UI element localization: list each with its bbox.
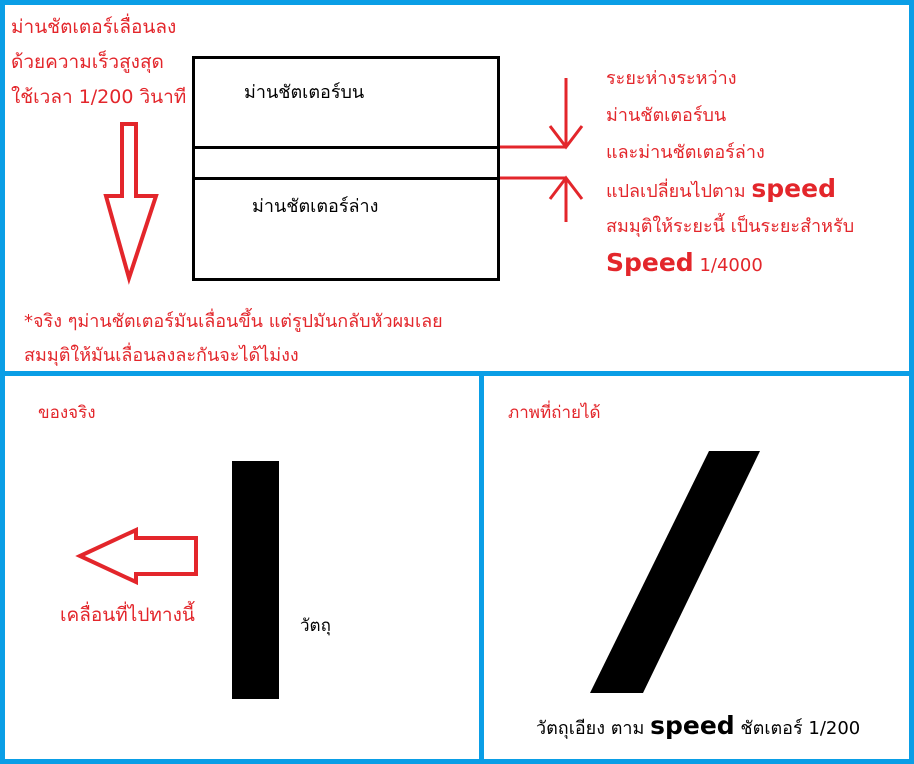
left-panel-title: ของจริง xyxy=(38,403,96,423)
gap-note-line-6: Speed 1/4000 xyxy=(606,250,763,275)
gap-note-line-4-prefix: แปลเปลี่ยนไปตาม xyxy=(606,181,752,202)
gap-note-line-5: สมมุติให้ระยะนี้ เป็นระยะสำหรับ xyxy=(606,216,855,237)
gap-note-line-3: และม่านชัตเตอร์ล่าง xyxy=(606,142,765,163)
upper-curtain-label: ม่านชัตเตอร์บน xyxy=(244,82,365,103)
left-arrow-icon xyxy=(75,526,198,586)
caption-suffix: ชัตเตอร์ 1/200 xyxy=(734,718,861,739)
top-panel xyxy=(0,0,914,376)
gap-note-line-2: ม่านชัตเตอร์บน xyxy=(606,105,727,126)
lower-curtain-box xyxy=(192,177,500,281)
note-line-2: ด้วยความเร็วสูงสุด xyxy=(11,51,164,73)
lower-curtain-label: ม่านชัตเตอร์ล่าง xyxy=(252,196,379,217)
down-arrow-icon xyxy=(103,122,159,285)
object-bar xyxy=(232,461,279,699)
caption-prefix: วัตถุเอียง ตาม xyxy=(536,718,651,739)
gap-note-line-4: แปลเปลี่ยนไปตาม speed xyxy=(606,176,836,201)
object-label: วัตถุ xyxy=(300,616,331,636)
note-line-3: ใช้เวลา 1/200 วินาที xyxy=(11,86,187,108)
gap-note-speed: speed xyxy=(751,174,836,203)
dimension-arrowhead-bottom xyxy=(548,175,584,200)
dimension-arrowhead-top xyxy=(548,125,584,150)
caption-speed: speed xyxy=(650,711,735,740)
footnote-line-2: สมมุติให้มันเลื่อนลงละกันจะได้ไม่งง xyxy=(24,345,299,366)
note-line-1: ม่านชัตเตอร์เลื่อนลง xyxy=(11,16,177,38)
slanted-object xyxy=(590,451,760,693)
right-panel-title: ภาพที่ถ่ายได้ xyxy=(508,403,601,423)
caption: วัตถุเอียง ตาม speed ชัตเตอร์ 1/200 xyxy=(536,713,860,738)
gap-note-line-1: ระยะห่างระหว่าง xyxy=(606,68,737,89)
gap-note-speed-value: 1/4000 xyxy=(693,255,763,276)
motion-label: เคลื่อนที่ไปทางนี้ xyxy=(60,604,195,626)
footnote-line-1: *จริง ๆม่านชัตเตอร์มันเลื่อนขึ้น แต่รูปม… xyxy=(24,311,443,332)
gap-note-speed-big: Speed xyxy=(606,248,694,277)
